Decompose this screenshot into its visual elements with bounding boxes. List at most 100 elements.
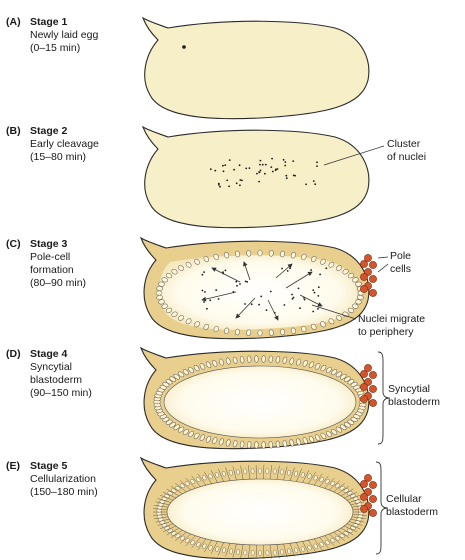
cell-nucleus xyxy=(258,550,262,556)
pole-cell xyxy=(360,285,368,293)
blastoderm-nucleus xyxy=(199,434,206,441)
blastoderm-nucleus xyxy=(193,432,200,440)
nucleus-dot xyxy=(264,172,266,175)
nucleus-dot xyxy=(303,298,306,301)
nucleus-dot xyxy=(284,164,287,167)
blastoderm-nucleus xyxy=(320,364,327,372)
cortex-nucleus xyxy=(320,321,326,328)
cell-nucleus xyxy=(307,545,312,551)
cell-nucleus xyxy=(294,547,299,553)
nucleus-dot xyxy=(292,160,295,163)
cortex-nucleus xyxy=(203,323,210,330)
blastoderm-nucleus xyxy=(205,361,212,369)
egg-stage-5 xyxy=(139,456,388,560)
cell-nucleus xyxy=(208,545,213,551)
nucleus-dot xyxy=(285,177,288,180)
cell-nucleus xyxy=(202,543,207,549)
egg-stage-1 xyxy=(141,16,370,120)
blastoderm-nucleus xyxy=(325,430,332,438)
nucleus-dot xyxy=(292,296,295,299)
cell-nucleus xyxy=(236,469,240,475)
migration-arrow xyxy=(267,299,279,321)
nucleus-dot xyxy=(201,273,204,276)
cell-nucleus xyxy=(339,533,345,538)
cell-membrane xyxy=(308,540,316,553)
yolk-inner xyxy=(163,365,357,439)
cell-membrane xyxy=(344,491,358,499)
blastoderm-nucleus xyxy=(289,439,295,447)
nucleus-dot xyxy=(218,184,220,186)
cortex-nucleus xyxy=(342,268,349,275)
nucleus-dot xyxy=(258,303,260,306)
cell-nucleus xyxy=(243,549,248,556)
cell-membrane xyxy=(283,466,288,481)
pole-cell xyxy=(364,254,372,262)
cortex-nucleus xyxy=(310,323,317,330)
egg-stage-3 xyxy=(139,236,389,340)
cell-membrane xyxy=(197,473,207,486)
pole-cell xyxy=(369,495,377,503)
cell-membrane xyxy=(217,468,224,482)
blastoderm-nucleus xyxy=(169,422,177,428)
cortex-nucleus xyxy=(224,252,230,259)
blastoderm-nucleus xyxy=(320,432,327,440)
cell-nucleus xyxy=(280,469,284,475)
cell-membrane xyxy=(263,464,265,480)
leader-line xyxy=(377,263,389,273)
pole-cell xyxy=(369,385,377,393)
blastoderm-nucleus xyxy=(239,356,245,364)
nucleus-dot xyxy=(209,299,212,302)
nucleus-dot xyxy=(282,158,285,161)
cortex-nucleus xyxy=(280,250,285,258)
cell-nucleus xyxy=(222,547,226,554)
peripheral-nuclei xyxy=(155,249,365,337)
nucleus-dot xyxy=(285,174,288,177)
cortex-nucleus xyxy=(280,328,285,336)
cortex-nucleus xyxy=(158,281,165,287)
cell-nucleus xyxy=(228,469,233,476)
cortex-nucleus xyxy=(194,258,200,265)
stage-label-b: (B)Stage 2 Early cleavage (15–80 min) xyxy=(6,125,99,163)
nucleus-dot xyxy=(289,267,291,270)
cortex-nucleus xyxy=(355,281,362,287)
cell-membrane xyxy=(204,540,212,553)
cell-nucleus xyxy=(347,491,353,496)
cortex-nucleus xyxy=(171,268,178,275)
nucleus-dot xyxy=(259,159,262,162)
cell-nucleus xyxy=(215,546,220,552)
blastoderm-nuclei xyxy=(153,355,367,449)
nucleus-dot xyxy=(270,166,273,169)
cortex-nucleus xyxy=(328,318,335,325)
blastoderm-nucleus xyxy=(165,379,173,385)
nucleus-dot xyxy=(271,170,274,173)
cell-nucleus xyxy=(330,481,336,486)
cell-membrane xyxy=(269,465,272,480)
cortex-nucleus xyxy=(213,253,219,261)
blastoderm-nucleus xyxy=(308,361,315,369)
cell-membrane xyxy=(324,478,335,489)
cell-membrane xyxy=(313,473,323,486)
cell-nucleus xyxy=(179,483,185,489)
migration-arrow xyxy=(285,271,313,289)
nucleus-dot xyxy=(312,180,315,183)
cell-nucleus xyxy=(300,472,305,478)
nucleus-dot xyxy=(238,164,241,167)
cortex-nucleus xyxy=(161,303,168,309)
blastoderm-nucleus xyxy=(343,376,351,382)
cell-nucleus xyxy=(319,476,324,483)
cell-membrane xyxy=(263,544,265,560)
pole-cell xyxy=(360,395,368,403)
cell-membrane xyxy=(232,543,237,558)
nucleus-dot xyxy=(201,289,204,292)
blastoderm-nucleus xyxy=(254,355,259,363)
cell-membrane xyxy=(283,543,288,558)
nucleus-dot xyxy=(204,291,206,293)
cell-membrane xyxy=(166,527,180,536)
cell-membrane xyxy=(180,533,191,544)
pole-cells xyxy=(360,254,377,297)
cortex-nucleus xyxy=(194,321,200,328)
blastoderm-nucleus xyxy=(188,366,195,374)
cell-membrane xyxy=(166,488,180,497)
cell-membrane xyxy=(185,535,196,546)
nucleus-dot xyxy=(203,271,206,273)
